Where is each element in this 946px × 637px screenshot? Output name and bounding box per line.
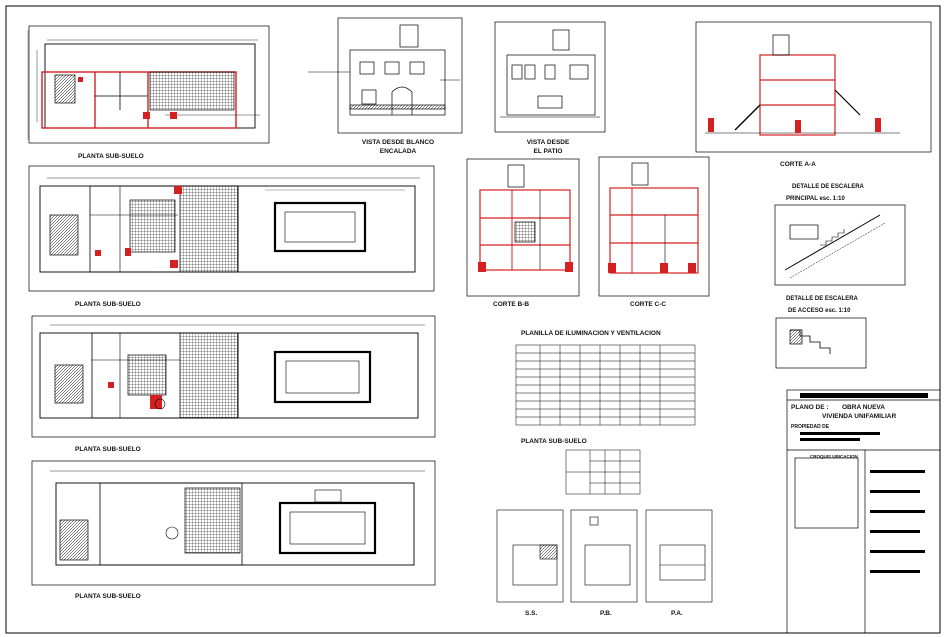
patio-elevation: [494, 21, 606, 133]
stair-detail-1-subtitle: PRINCIPAL esc. 1:10: [786, 196, 845, 202]
corte-aa-title: CORTE A-A: [780, 161, 816, 168]
plan4-title: PLANTA SUB-SUELO: [75, 593, 141, 600]
corte-cc-title: CORTE C-C: [630, 301, 666, 308]
floor-plan-4: [31, 460, 436, 586]
section-b-b: [466, 158, 580, 297]
small-plan-ss-label: S.S.: [525, 610, 537, 617]
section-a-a: [695, 21, 932, 153]
small-plan-ss: [496, 509, 564, 603]
title-plano-de: PLANO DE :: [791, 404, 829, 411]
floor-plan-2: [28, 165, 435, 292]
corte-bb-title: CORTE B-B: [493, 301, 529, 308]
floor-plan-1: [27, 25, 270, 144]
table-title: PLANILLA DE ILUMINACION Y VENTILACION: [521, 330, 661, 337]
stair-detail-1: [774, 204, 906, 286]
sheet-border: [5, 5, 941, 634]
small-plan-pb: [570, 509, 638, 603]
front-view-subtitle: ENCALADA: [380, 148, 417, 155]
patio-view-title: VISTA DESDE: [527, 139, 570, 146]
title-block: [786, 389, 941, 634]
title-tipo: VIVIENDA UNIFAMILIAR: [822, 413, 896, 420]
subsoil-table: [565, 449, 641, 495]
title-propiedad: PROPIEDAD DE: [791, 424, 830, 430]
plan3-title: PLANTA SUB-SUELO: [75, 446, 141, 453]
patio-view-subtitle: EL PATIO: [534, 148, 563, 155]
stair-detail-2-subtitle: DE ACCESO esc. 1:10: [788, 308, 851, 314]
title-obra: OBRA NUEVA: [842, 404, 885, 411]
title-croquis: CROQUIS UBICACION: [810, 454, 858, 459]
small-plan-pa: [645, 509, 713, 603]
front-elevation: [308, 17, 463, 134]
floor-plan-3: [31, 315, 436, 438]
front-view-title: VISTA DESDE BLANCO: [362, 139, 434, 146]
ventilation-table: [515, 344, 696, 426]
stair-detail-2: [775, 317, 867, 369]
stair-detail-2-title: DETALLE DE ESCALERA: [786, 296, 859, 302]
small-plan-pa-label: P.A.: [671, 610, 683, 617]
section-c-c: [598, 156, 710, 297]
plan1-title: PLANTA SUB-SUELO: [78, 153, 144, 160]
table-subtitle: PLANTA SUB-SUELO: [521, 438, 587, 445]
small-plan-pb-label: P.B.: [600, 610, 612, 617]
plan2-title: PLANTA SUB-SUELO: [75, 301, 141, 308]
stair-detail-1-title: DETALLE DE ESCALERA: [792, 184, 865, 190]
